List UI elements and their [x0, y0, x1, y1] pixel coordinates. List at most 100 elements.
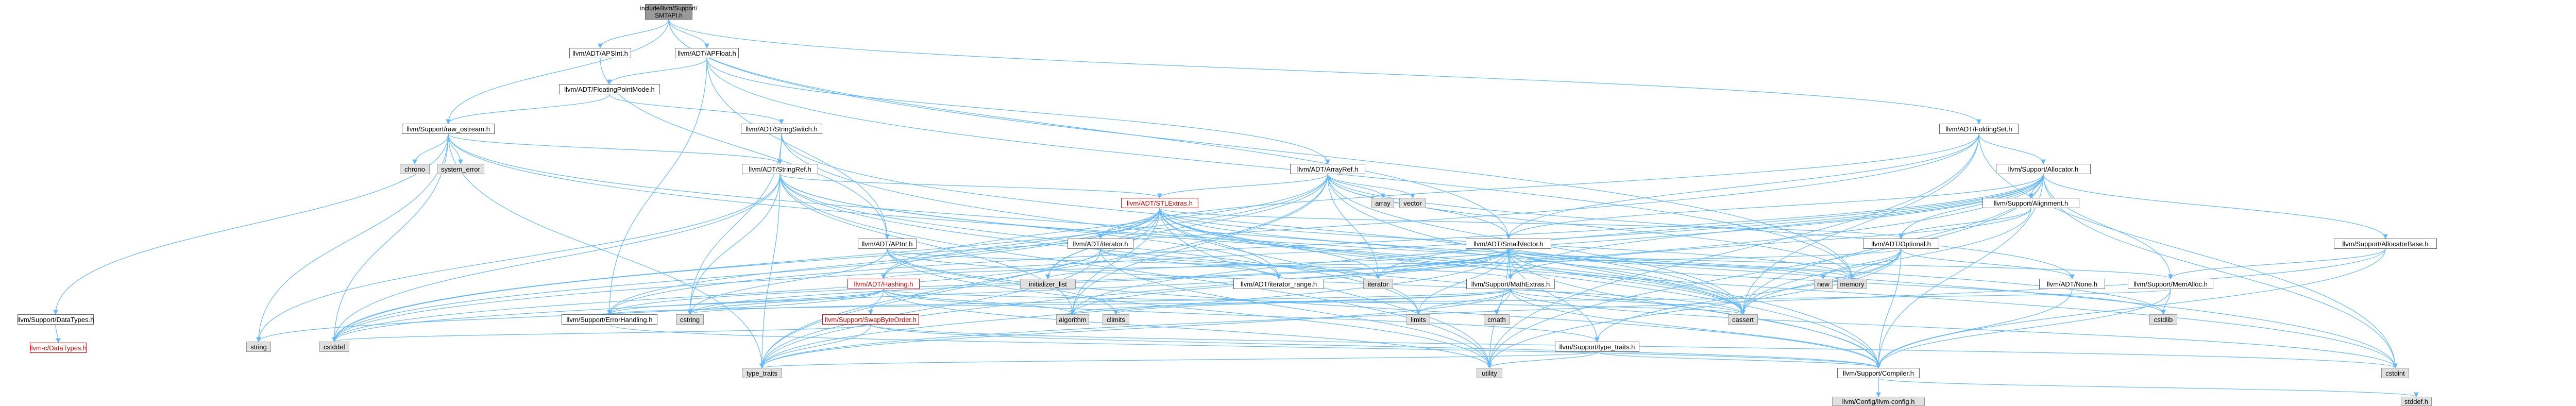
node-label: llvm/Support/MathExtras.h: [1471, 280, 1550, 288]
node-c-datatypes[interactable]: llvm-c/DataTypes.h: [30, 343, 87, 353]
node-alignment[interactable]: llvm/Support/Alignment.h: [1982, 198, 2079, 208]
edge-foldingset-to-cstddef: [332, 133, 1979, 343]
node-label: llvm/Support/DataTypes.h: [17, 315, 94, 324]
node-label: cstddef: [324, 343, 345, 351]
edge-stringref-to-type_traits: [759, 174, 781, 369]
node-label: cstdint: [2385, 369, 2405, 377]
edge-stlextras-to-iterator_range: [1159, 208, 1281, 280]
node-compiler[interactable]: llvm/Support/Compiler.h: [1837, 368, 1920, 378]
edge-smallvector-to-cstring: [687, 248, 1509, 315]
node-stlextras[interactable]: llvm/ADT/STLExtras.h: [1121, 198, 1198, 208]
node-mathextras[interactable]: llvm/Support/MathExtras.h: [1466, 279, 1555, 289]
edge-stringref-to-cstddef: [332, 174, 781, 343]
node-iterator-range[interactable]: llvm/ADT/iterator_range.h: [1233, 279, 1324, 289]
edge-optional-to-none: [1901, 248, 2075, 280]
node-label: algorithm: [1059, 315, 1087, 324]
node-floatingpointmode[interactable]: llvm/ADT/FloatingPointMode.h: [559, 84, 660, 94]
node-datatypes[interactable]: llvm/Support/DataTypes.h: [18, 314, 94, 325]
node-label: iterator: [1367, 280, 1389, 288]
node-hashing[interactable]: llvm/ADT/Hashing.h: [848, 279, 920, 289]
edge-arrayref-to-memory: [1327, 174, 1855, 280]
node-type-traits-llvm[interactable]: llvm/Support/type_traits.h: [1555, 342, 1639, 352]
edge-apint-to-cstring: [687, 248, 888, 315]
node-swapbyteorder[interactable]: llvm/Support/SwapByteOrder.h: [822, 314, 919, 325]
edge-memalloc-to-errorhandling: [607, 289, 2171, 315]
edge-allocator-to-compiler: [1876, 174, 2044, 369]
edge-stringref-to-iterator_range: [779, 174, 1281, 280]
edge-apint-to-mathextras: [887, 248, 1513, 280]
edge-mathextras-to-cstdint: [1510, 289, 2398, 369]
node-label: llvm/ADT/StringRef.h: [749, 165, 811, 173]
edge-stringref-to-stlextras: [779, 174, 1162, 199]
edge-mathextras-to-type_traits: [759, 289, 1511, 369]
node-cstdint: cstdint: [2381, 368, 2409, 378]
node-raw-ostream[interactable]: llvm/Support/raw_ostream.h: [402, 124, 495, 134]
edge-raw_ostream-to-datatypes: [53, 133, 449, 315]
edge-apfloat-to-memory: [706, 58, 1855, 280]
node-smallvector[interactable]: llvm/ADT/SmallVector.h: [1466, 239, 1551, 249]
node-optional[interactable]: llvm/ADT/Optional.h: [1863, 239, 1939, 249]
edge-type_traits_llvm-to-compiler: [1597, 351, 1881, 369]
node-label: chrono: [404, 165, 425, 173]
edge-root-to-raw_ostream: [446, 19, 669, 125]
node-cassert: cassert: [1728, 314, 1758, 325]
edge-stlextras-to-cstddef: [332, 208, 1160, 343]
edge-stlextras-to-errorhandling: [607, 208, 1160, 315]
node-algorithm: algorithm: [1056, 314, 1089, 325]
node-climits: climits: [1103, 314, 1129, 325]
edge-root-to-memory: [668, 19, 1855, 280]
node-cstdlib: cstdlib: [2149, 314, 2177, 325]
node-foldingset[interactable]: llvm/ADT/FoldingSet.h: [1939, 124, 2019, 134]
node-label: memory: [1840, 280, 1865, 288]
edge-root-to-foldingset: [668, 19, 1981, 125]
edge-iterator-to-utility: [1100, 248, 1492, 369]
edge-stringswitch-to-cstring: [687, 133, 782, 315]
edge-smallvector-to-iterator_std: [1376, 248, 1509, 280]
node-apint[interactable]: llvm/ADT/APInt.h: [858, 239, 917, 249]
edge-foldingset-to-utility: [1487, 133, 1979, 369]
edge-allocator-to-utility: [1487, 174, 2044, 369]
node-label: llvm/Support/raw_ostream.h: [406, 125, 490, 133]
node-none[interactable]: llvm/ADT/None.h: [2039, 279, 2105, 289]
edge-stlextras-to-algorithm: [1070, 208, 1160, 315]
edge-mathextras-to-algorithm: [1070, 289, 1511, 315]
edge-alignment-to-mathextras: [1508, 208, 2031, 280]
node-label: initializer_list: [1029, 280, 1067, 288]
node-memory: memory: [1837, 279, 1867, 289]
node-label: llvm/ADT/APFloat.h: [677, 49, 736, 57]
node-apsint[interactable]: llvm/ADT/APSInt.h: [569, 48, 631, 58]
node-label: cassert: [1732, 315, 1754, 324]
node-label: llvm/Support/SwapByteOrder.h: [825, 315, 917, 324]
edge-alignment-to-cassert: [1740, 208, 2031, 315]
node-stringref[interactable]: llvm/ADT/StringRef.h: [742, 164, 818, 174]
edge-smallvector-to-new: [1508, 248, 1826, 280]
node-iterator[interactable]: llvm/ADT/iterator.h: [1067, 239, 1133, 249]
edge-apfloat-to-errorhandling: [607, 58, 707, 315]
node-errorhandling[interactable]: llvm/Support/ErrorHandling.h: [562, 314, 657, 325]
node-memalloc[interactable]: llvm/Support/MemAlloc.h: [2128, 279, 2213, 289]
edge-arrayref-to-stlextras: [1157, 174, 1328, 199]
edge-arrayref-to-cstddef: [332, 174, 1328, 343]
edge-foldingset-to-cassert: [1740, 133, 1979, 315]
node-root[interactable]: include/llvm/Support/SMTAPI.h: [640, 4, 698, 20]
edge-optional-to-new: [1821, 248, 1902, 280]
node-arrayref[interactable]: llvm/ADT/ArrayRef.h: [1290, 164, 1365, 174]
node-label: cstdlib: [2154, 315, 2173, 324]
node-stringswitch[interactable]: llvm/ADT/StringSwitch.h: [741, 124, 822, 134]
edge-optional-to-utility: [1487, 248, 1902, 369]
edge-stlextras-to-utility: [1159, 208, 1492, 369]
node-label: llvm/Support/MemAlloc.h: [2133, 280, 2208, 288]
node-allocatorbase[interactable]: llvm/Support/AllocatorBase.h: [2334, 239, 2437, 249]
edge-stlextras-to-limits: [1159, 208, 1421, 315]
edge-smallvector-to-utility: [1487, 248, 1509, 369]
node-label: cstring: [680, 315, 700, 324]
edge-mathextras-to-limits: [1416, 289, 1511, 315]
edge-hashing-to-swapbyteorder: [868, 289, 884, 315]
edge-apfloat-to-apint: [706, 58, 890, 240]
edge-type_traits_llvm-to-type_traits: [760, 351, 1598, 369]
node-label: llvm/Support/ErrorHandling.h: [566, 315, 653, 324]
edge-allocator-to-smallvector: [1506, 174, 2044, 240]
edge-allocator-to-type_traits: [759, 174, 2044, 369]
node-apfloat[interactable]: llvm/ADT/APFloat.h: [675, 48, 739, 58]
node-allocator[interactable]: llvm/Support/Allocator.h: [1996, 164, 2091, 174]
